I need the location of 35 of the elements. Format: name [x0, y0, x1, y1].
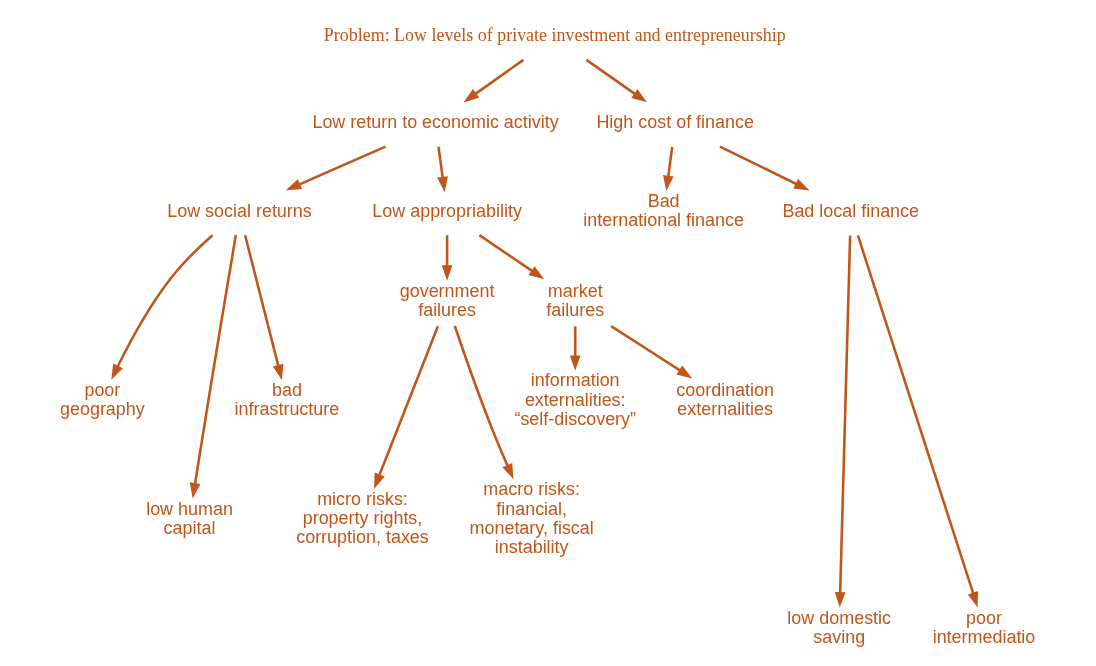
- node-text: High cost of finance: [596, 112, 754, 133]
- node-text: poor intermediatio: [932, 607, 1036, 647]
- arrow: [437, 146, 448, 193]
- arrow: [585, 58, 647, 103]
- arrow: [856, 235, 979, 608]
- arrow: [453, 325, 514, 480]
- node-text: Problem: Low levels of private investment and entrepreneurship: [323, 25, 786, 46]
- arrow: [478, 234, 545, 280]
- node-text: market failures: [546, 280, 605, 320]
- arrow: [463, 58, 525, 103]
- node-text: Low social returns: [167, 200, 312, 221]
- node-text: Bad local finance: [782, 200, 920, 221]
- arrow: [834, 235, 852, 608]
- node-text: low human capital: [146, 498, 233, 538]
- node-text: bad infrastructure: [234, 380, 340, 420]
- node-text: macro risks: financial, monetary, fiscal instability: [469, 479, 594, 558]
- arrow: [663, 146, 674, 191]
- node-text: government failures: [399, 280, 495, 320]
- arrow: [719, 145, 810, 191]
- node-text: coordination externalities: [676, 380, 775, 420]
- arrow: [569, 326, 581, 371]
- arrow: [610, 324, 693, 379]
- arrow: [243, 235, 284, 381]
- arrow: [374, 325, 440, 489]
- node-text: Low return to economic activity: [312, 112, 559, 133]
- node-text: information externalities: “self-discovery”: [514, 370, 637, 429]
- node-text: poor geography: [59, 380, 145, 420]
- arrow: [111, 234, 214, 380]
- node-text: Low appropriability: [372, 200, 522, 221]
- arrow: [189, 234, 238, 499]
- arrow: [285, 145, 387, 191]
- arrow: [441, 235, 453, 281]
- node-text: Bad international finance: [583, 191, 744, 231]
- node-text: micro risks: property rights, corruption, taxes: [296, 488, 429, 548]
- node-text: low domestic saving: [787, 607, 892, 647]
